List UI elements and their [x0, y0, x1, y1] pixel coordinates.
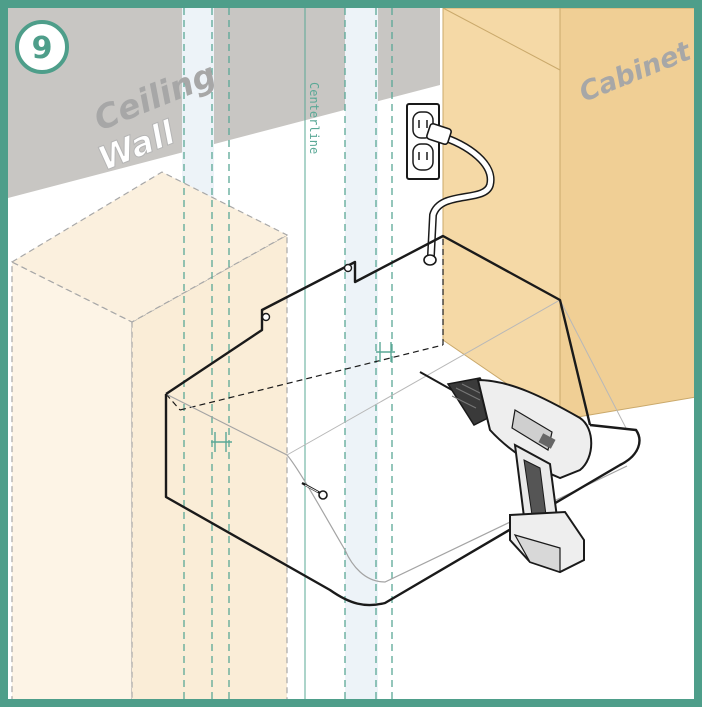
step-number: 9 — [32, 31, 53, 66]
power-cord — [423, 122, 495, 266]
range-hood — [164, 234, 641, 607]
stud-marks — [211, 342, 395, 452]
step-badge: 9 — [15, 20, 69, 74]
ghost-cabinet — [10, 171, 289, 706]
centerline-label: Centerline — [307, 82, 321, 154]
ceiling-surface — [8, 8, 440, 198]
drill-icon — [419, 371, 593, 574]
stud-band-right — [345, 8, 378, 705]
stud-guides — [183, 8, 393, 705]
screw-icon — [301, 481, 328, 500]
